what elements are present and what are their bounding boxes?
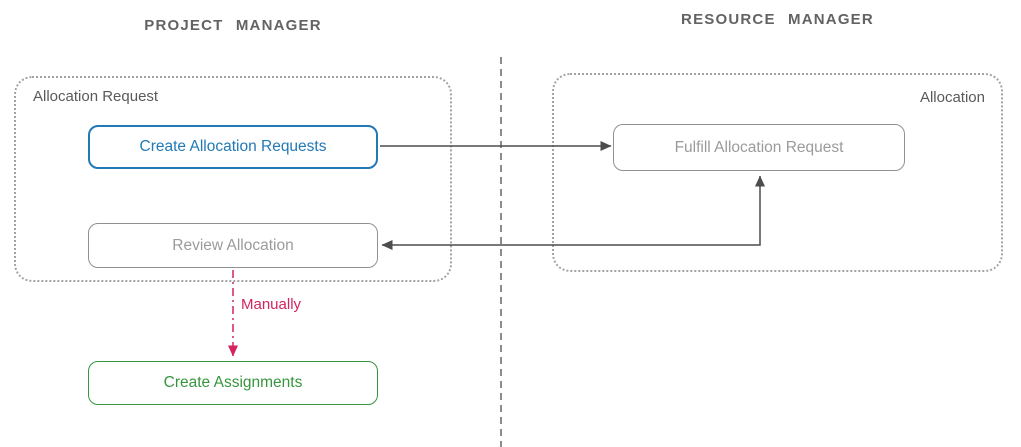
node-review-allocation: Review Allocation — [88, 223, 378, 268]
edge-label-manually: Manually — [241, 296, 302, 313]
edge-fulfill-review-loop — [381, 175, 765, 250]
node-create-assignments: Create Assignments — [88, 361, 378, 405]
lane-title-project-manager: PROJECT MANAGER — [144, 17, 322, 34]
group-allocation: Allocation — [552, 73, 1003, 272]
node-fulfill-allocation-request: Fulfill Allocation Request — [613, 124, 905, 171]
lane-separator — [500, 57, 502, 447]
node-create-allocation-requests: Create Allocation Requests — [88, 125, 378, 169]
group-allocation-label: Allocation — [919, 89, 985, 106]
lane-title-resource-manager: RESOURCE MANAGER — [681, 11, 874, 28]
group-allocation-request-label: Allocation Request — [33, 88, 159, 105]
